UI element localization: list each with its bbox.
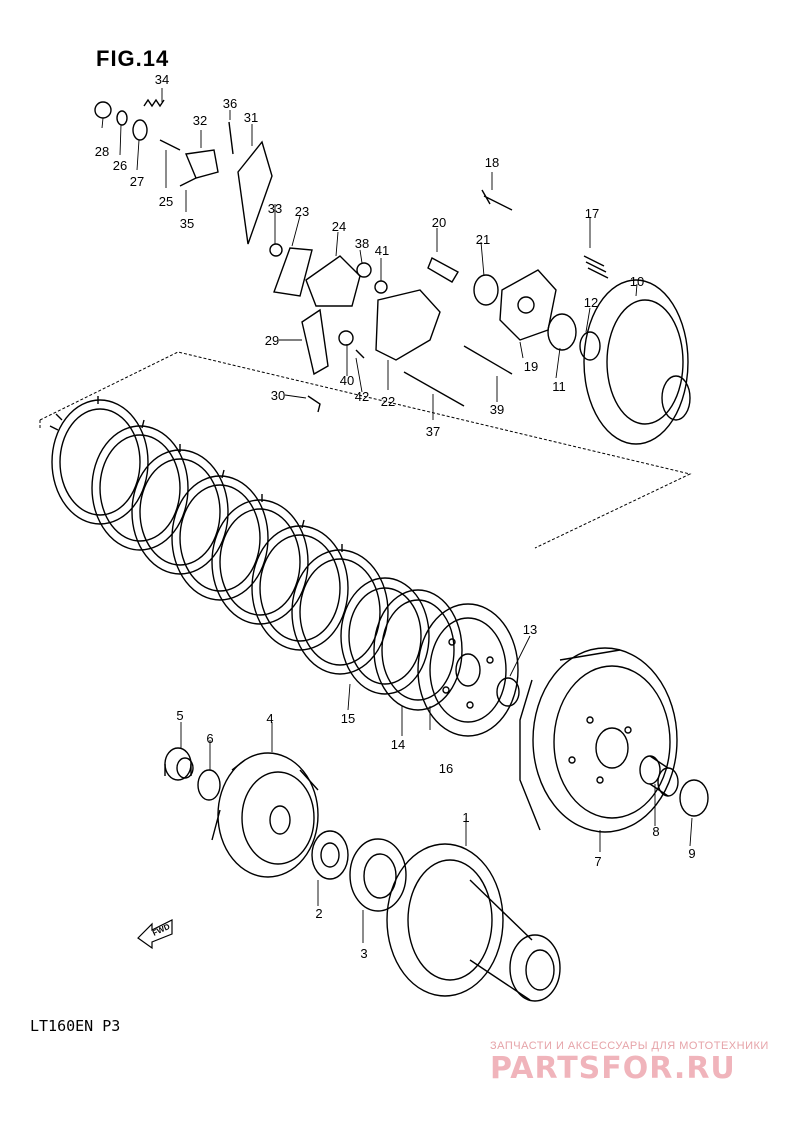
part-32-cam bbox=[185, 149, 219, 179]
part-31-lever bbox=[237, 140, 273, 245]
callout-9: 9 bbox=[688, 846, 695, 861]
model-code: LT160EN P3 bbox=[30, 1017, 121, 1035]
callout-15: 15 bbox=[341, 711, 355, 726]
part-38-nut bbox=[356, 262, 372, 278]
part-35-bolt bbox=[179, 177, 197, 187]
callout-7: 7 bbox=[594, 854, 601, 869]
part-28-nut bbox=[94, 101, 112, 119]
callout-42: 42 bbox=[355, 389, 369, 404]
part-30-bolt bbox=[307, 395, 321, 413]
part-13-washer bbox=[496, 677, 520, 707]
callout-28: 28 bbox=[95, 144, 109, 159]
clutch-plate-stack bbox=[49, 396, 430, 695]
callout-31: 31 bbox=[244, 110, 258, 125]
watermark-logo: PARTSFOR.RU bbox=[490, 1051, 736, 1086]
callout-20: 20 bbox=[432, 215, 446, 230]
callout-27: 27 bbox=[130, 174, 144, 189]
part-20-pin bbox=[427, 257, 459, 283]
callout-33: 33 bbox=[268, 201, 282, 216]
part-21-bearing bbox=[473, 274, 499, 306]
part-34-spring bbox=[143, 98, 165, 108]
part-10-clutch-cover-plate bbox=[583, 279, 691, 445]
callout-24: 24 bbox=[332, 219, 346, 234]
callout-30: 30 bbox=[271, 388, 285, 403]
part-27-washer bbox=[132, 119, 148, 141]
part-12-oring bbox=[579, 331, 601, 361]
callout-10: 10 bbox=[630, 274, 644, 289]
part-37-bolt bbox=[403, 371, 465, 407]
callout-21: 21 bbox=[476, 232, 490, 247]
callout-29: 29 bbox=[265, 333, 279, 348]
part-33-washer bbox=[269, 243, 283, 257]
callout-18: 18 bbox=[485, 155, 499, 170]
callout-13: 13 bbox=[523, 622, 537, 637]
watermark-tagline: ЗАПЧАСТИ И АКСЕССУАРЫ ДЛЯ МОТОТЕХНИКИ bbox=[490, 1040, 769, 1052]
callout-34: 34 bbox=[155, 72, 169, 87]
callout-37: 37 bbox=[426, 424, 440, 439]
part-19-lifter bbox=[499, 269, 557, 341]
part-25-screw bbox=[159, 139, 181, 151]
callout-14: 14 bbox=[391, 737, 405, 752]
part-42-washer bbox=[355, 349, 365, 359]
callout-12: 12 bbox=[584, 295, 598, 310]
figure-title: FIG.14 bbox=[96, 46, 170, 71]
part-26-washer bbox=[116, 110, 128, 126]
callout-4: 4 bbox=[266, 711, 273, 726]
callout-39: 39 bbox=[490, 402, 504, 417]
part-3-one-way-clutch bbox=[349, 838, 407, 912]
part-7-clutch-housing bbox=[519, 647, 678, 833]
part-5-nut bbox=[164, 747, 194, 781]
fwd-arrow-icon: FWD bbox=[137, 919, 173, 950]
part-11-bearing bbox=[547, 313, 577, 351]
callout-32: 32 bbox=[193, 113, 207, 128]
part-41-washer bbox=[374, 280, 388, 294]
callout-3: 3 bbox=[360, 946, 367, 961]
callout-11: 11 bbox=[552, 379, 566, 394]
part-29-arm bbox=[301, 308, 329, 376]
part-23-cam bbox=[273, 247, 313, 297]
callout-41: 41 bbox=[375, 243, 389, 258]
part-1-clutch-drum bbox=[386, 843, 561, 1002]
part-9-washer bbox=[679, 779, 709, 817]
leader-lines bbox=[101, 88, 693, 943]
callout-38: 38 bbox=[355, 236, 369, 251]
callout-17: 17 bbox=[585, 206, 599, 221]
callout-35: 35 bbox=[180, 216, 194, 231]
callout-5: 5 bbox=[176, 708, 183, 723]
callout-labels: 34 36 31 32 28 26 27 25 35 33 23 24 38 4… bbox=[95, 72, 696, 961]
callout-8: 8 bbox=[652, 824, 659, 839]
callout-23: 23 bbox=[295, 204, 309, 219]
callout-19: 19 bbox=[524, 359, 538, 374]
part-40-nut bbox=[338, 330, 354, 346]
callout-22: 22 bbox=[381, 394, 395, 409]
part-17-spring bbox=[583, 255, 609, 279]
callout-1: 1 bbox=[462, 810, 469, 825]
callout-25: 25 bbox=[159, 194, 173, 209]
part-16-pressure-plate bbox=[417, 603, 519, 737]
part-2-washer bbox=[311, 830, 349, 880]
callout-16: 16 bbox=[439, 761, 453, 776]
callout-26: 26 bbox=[113, 158, 127, 173]
part-36-pin bbox=[228, 121, 234, 155]
part-24-plate bbox=[305, 255, 361, 307]
plate-stack-boundary bbox=[39, 351, 692, 549]
callout-36: 36 bbox=[223, 96, 237, 111]
part-4-centrifugal-clutch bbox=[211, 752, 319, 878]
callout-6: 6 bbox=[206, 731, 213, 746]
part-18-bolt bbox=[481, 189, 513, 211]
callout-40: 40 bbox=[340, 373, 354, 388]
part-39-bolt bbox=[463, 345, 513, 375]
part-14-spring-plate bbox=[373, 589, 463, 711]
part-6-washer bbox=[197, 769, 221, 801]
callout-2: 2 bbox=[315, 906, 322, 921]
part-8-spacer bbox=[639, 755, 679, 797]
part-22-bracket bbox=[375, 289, 441, 361]
